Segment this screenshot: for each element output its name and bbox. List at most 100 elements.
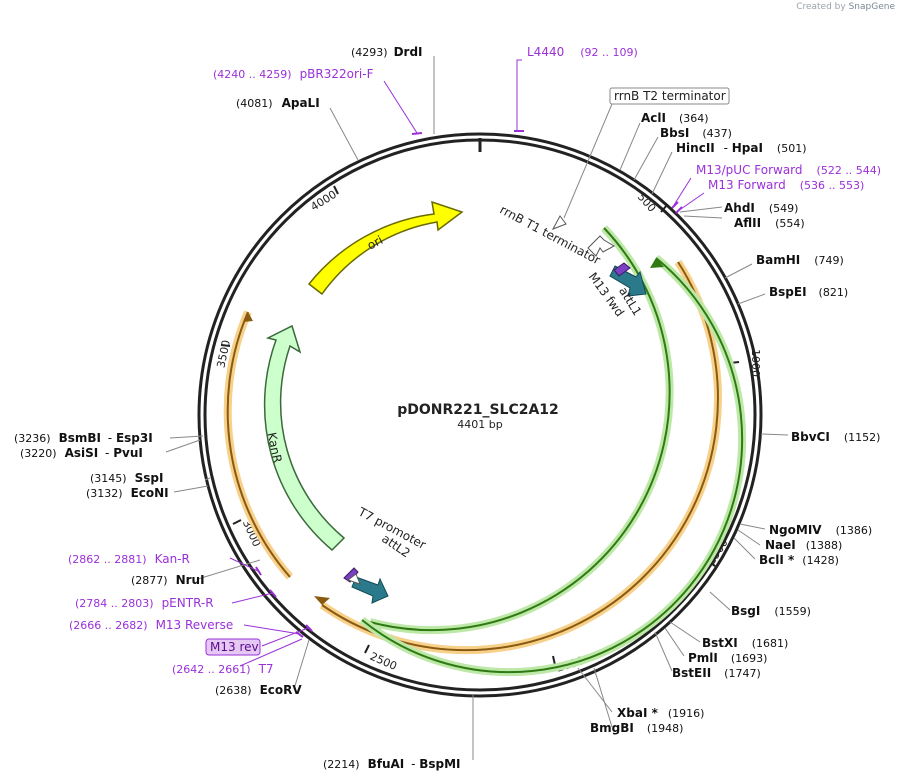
leader-lines — [165, 56, 789, 760]
enzyme-acli-pos: (364) — [679, 112, 709, 125]
svg-text:AhdI(549): AhdI(549) — [724, 201, 798, 215]
enzyme-xbai-pos: (1916) — [668, 707, 705, 720]
tick-3500: 3500 — [214, 339, 233, 369]
primer-markers — [255, 130, 683, 638]
primer-m13rev: M13 rev — [210, 640, 259, 654]
enzyme-econi: EcoNI — [131, 486, 169, 500]
enzyme-ngomiv-pos: (1386) — [836, 524, 873, 537]
svg-text:BmgBI(1948): BmgBI(1948) — [590, 721, 683, 735]
primer-m13rev-full-pos: (2666 .. 2682) — [69, 619, 148, 632]
kanr-label: KanR — [264, 431, 284, 464]
enzyme-bmgbi: BmgBI — [590, 721, 634, 735]
rrnb-t2-label: rrnB T2 terminator — [614, 89, 726, 103]
primer-m13rev-box — [205, 638, 261, 656]
enzyme-nrui: NruI — [176, 573, 205, 587]
primer-m13puc-pos: (522 .. 544) — [817, 164, 882, 177]
svg-text:AclI(364): AclI(364) — [641, 111, 709, 125]
primer-m13fwd-pos: (536 .. 553) — [800, 179, 865, 192]
enzyme-hincii: HincII — [676, 141, 715, 155]
plasmid-name: pDONR221_SLC2A12 — [397, 402, 559, 418]
m13fwd-feature[interactable] — [613, 262, 631, 277]
enzyme-bsgi-pos: (1559) — [774, 605, 811, 618]
enzyme-bsteii: BstEII — [672, 666, 711, 680]
attl2-feature[interactable] — [351, 576, 389, 604]
enzyme-bcli-pos: (1428) — [802, 554, 839, 567]
svg-text:(2877)NruI: (2877)NruI — [131, 573, 205, 587]
enzyme-bbvci: BbvCI — [791, 430, 830, 444]
enzyme-apali: ApaLI — [282, 96, 320, 110]
svg-text:AflII(554): AflII (554) — [734, 216, 805, 230]
t7-feature[interactable] — [343, 567, 359, 583]
snapgene-logo: SnapGene — [848, 2, 895, 12]
enzyme-econi-pos: (3132) — [86, 487, 123, 500]
svg-text:(2638)EcoRV: (2638) EcoRV — [215, 683, 302, 697]
enzyme-bsgi: BsgI — [731, 604, 760, 618]
enzyme-sspi-pos: (3145) — [90, 472, 127, 485]
svg-text:(4081)ApaLI: (4081)ApaLI — [236, 96, 320, 110]
svg-text:M13/pUC Forward(522 .. 544): M13/pUC Forward (522 .. 544) — [696, 163, 881, 177]
enzyme-ecorv: EcoRV — [260, 683, 303, 697]
ori-feature[interactable] — [307, 200, 464, 296]
snapgene-watermark: Created by SnapGene — [796, 2, 895, 12]
enzyme-naei-pos: (1388) — [806, 539, 843, 552]
enzyme-bbsi-pos: (437) — [702, 127, 732, 140]
enzyme-pvui: PvuI — [113, 446, 143, 460]
enzyme-bsteii-pos: (1747) — [724, 667, 761, 680]
kanr-feature[interactable] — [263, 324, 346, 552]
tick-4000: 4000 — [308, 188, 339, 214]
enzyme-sspi: SspI — [135, 471, 164, 485]
primer-kanr-pos: (2862 .. 2881) — [68, 553, 147, 566]
enzyme-hincii-pos: (501) — [777, 142, 807, 155]
svg-text:NaeI(1388): NaeI(1388) — [765, 538, 842, 552]
enzyme-ahdi-pos: (549) — [769, 202, 799, 215]
primer-m13puc: M13/pUC Forward — [696, 163, 803, 177]
enzyme-bsmbi: BsmBI — [59, 431, 101, 445]
rrnb-t2-feature[interactable] — [551, 215, 567, 230]
enzyme-drdi: DrdI — [394, 45, 423, 59]
svg-text:NgoMIV(1386): NgoMIV(1386) — [769, 523, 872, 537]
svg-text:(2642 .. 2661)T7: (2642 .. 2661)T7 — [172, 662, 274, 676]
enzyme-bamhi: BamHI — [756, 253, 800, 267]
enzyme-bbsi: BbsI — [660, 126, 689, 140]
tick-1000: 1000 — [749, 349, 762, 377]
svg-text:PmlI(1693): PmlI(1693) — [688, 651, 767, 665]
svg-text:(3132)EcoNI: (3132) EcoNI — [86, 486, 169, 500]
primer-pentr: pENTR-R — [162, 596, 214, 610]
enzyme-pmli-pos: (1693) — [731, 652, 768, 665]
enzyme-asisi: AsiSI — [65, 446, 99, 460]
enzyme-bbvci-pos: (1152) — [844, 431, 881, 444]
svg-text:(4293)DrdI: (4293)DrdI — [351, 45, 423, 59]
enzyme-xbai: XbaI * — [617, 706, 659, 720]
primer-labels: L4440(92 .. 109) M13/pUC Forward (522 .. … — [68, 45, 881, 676]
enzyme-bstxi: BstXI — [702, 636, 738, 650]
enzyme-aflii: AflII — [734, 216, 761, 230]
svg-text:(3145)SspI: (3145) SspI — [90, 471, 163, 485]
svg-text:(2666 .. 2682)M13 Reverse: (2666 .. 2682)M13 Reverse — [69, 618, 233, 632]
svg-text:BstXI(1681): BstXI(1681) — [702, 636, 788, 650]
enzyme-aflii-pos: (554) — [775, 217, 805, 230]
primer-l4440-pos: (92 .. 109) — [580, 46, 638, 59]
rrnb-t1-feature[interactable] — [587, 235, 616, 257]
svg-text:BsgI(1559): BsgI (1559) — [731, 604, 811, 618]
primer-leaders — [229, 59, 705, 667]
svg-text:(2784 .. 2803)pENTR-R: (2784 .. 2803)pENTR-R — [75, 596, 214, 610]
svg-text:BbsI(437): BbsI (437) — [660, 126, 732, 140]
primer-pbr322: pBR322ori-F — [300, 67, 374, 81]
enzyme-bspmi: BspMI — [419, 757, 460, 771]
svg-text:(3236)BsmBI - Esp3I: (3236)BsmBI - Esp3I — [14, 431, 153, 445]
orf-arcs — [223, 225, 747, 677]
plasmid-length: 4401 bp — [457, 418, 502, 431]
svg-text:BamHI(749): BamHI(749) — [756, 253, 844, 267]
orf-arc-green-inner — [359, 254, 747, 677]
svg-text:XbaI *(1916): XbaI * (1916) — [617, 706, 704, 720]
rrnb-t2-box — [609, 87, 730, 105]
ori-label: ori — [365, 233, 385, 253]
svg-text:L4440(92 .. 109): L4440(92 .. 109) — [527, 45, 638, 59]
svg-text:BclI *(1428): BclI *(1428) — [759, 553, 839, 567]
enzyme-ecorv-pos: (2638) — [215, 684, 252, 697]
enzyme-bspei-pos: (821) — [819, 286, 849, 299]
enzyme-bspei: BspEI — [769, 285, 807, 299]
primer-pbr322-pos: (4240 .. 4259) — [213, 68, 292, 81]
svg-text:(4240 .. 4259)pBR322ori-F: (4240 .. 4259) pBR322ori-F — [213, 67, 374, 81]
